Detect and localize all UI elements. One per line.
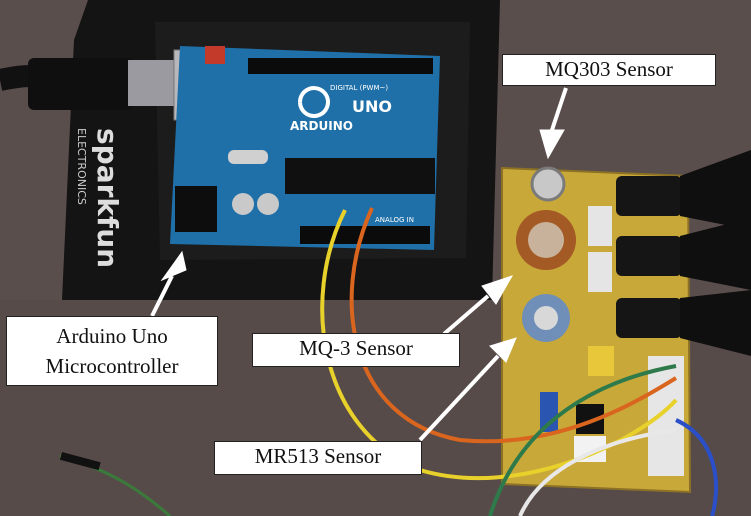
arrow-mr513-head [489,337,517,363]
arduino-brand-text: ARDUINO [290,119,353,133]
crystal [228,150,268,164]
arrow-arduino-head [160,250,187,282]
trimmer-2 [588,252,612,292]
capacitor-1 [232,193,254,215]
sparkfun-subtitle: ELECTRONICS [75,128,88,205]
jumper-tip [59,452,101,471]
arduino-model-text: UNO [352,97,392,116]
mr513-sensor-label: MR513 Sensor [214,441,422,475]
arduino-logo-left [298,86,330,119]
annotation-arrows [150,87,568,442]
yellow-capacitor [588,346,614,376]
arrow-mq303-line [550,87,568,131]
sensor-pcb-edge [501,166,692,494]
arduino-label-line2: Microcontroller [45,354,179,378]
trimmer-1 [588,206,612,246]
mq3-sensor-label: MQ-3 Sensor [252,333,460,367]
cable-2 [680,218,751,290]
atmega-chip [285,158,435,194]
cable-3 [680,290,751,356]
mq303-sensor-label: MQ303 Sensor [502,54,716,86]
arrow-mq303-head [539,129,565,160]
power-jack [175,186,217,232]
usb-cable [0,65,31,91]
sparkfun-logo: sparkfun [91,128,124,268]
arrow-mq3-line [442,294,490,336]
analog-label: ANALOG IN [375,216,414,224]
pin-header [648,356,684,476]
mr513-mesh [534,306,558,330]
mq303-sensor [530,166,566,202]
wire-orange [349,207,678,444]
bnc-connector-3 [616,298,682,338]
bnc-connector-1 [616,176,682,216]
usb-plug [28,58,133,110]
cable-1 [680,150,751,230]
arduino-label-line1: Arduino Uno [56,324,168,348]
arrow-arduino-line [150,275,174,317]
arrow-mq3-head [481,275,514,305]
wire-white [518,428,677,516]
reset-button [205,46,225,64]
mq3-mesh [528,222,564,258]
capacitor-2 [257,193,279,215]
arduino-uno-label: Arduino Uno Microcontroller [6,316,218,386]
usb-connector [128,60,176,106]
arrow-mr513-line [418,354,500,442]
wire-green [488,364,677,516]
bnc-connector-2 [616,236,682,276]
digital-label: DIGITAL (PWM~) [330,84,388,92]
digital-header [248,58,433,74]
wire-blue [675,418,718,516]
